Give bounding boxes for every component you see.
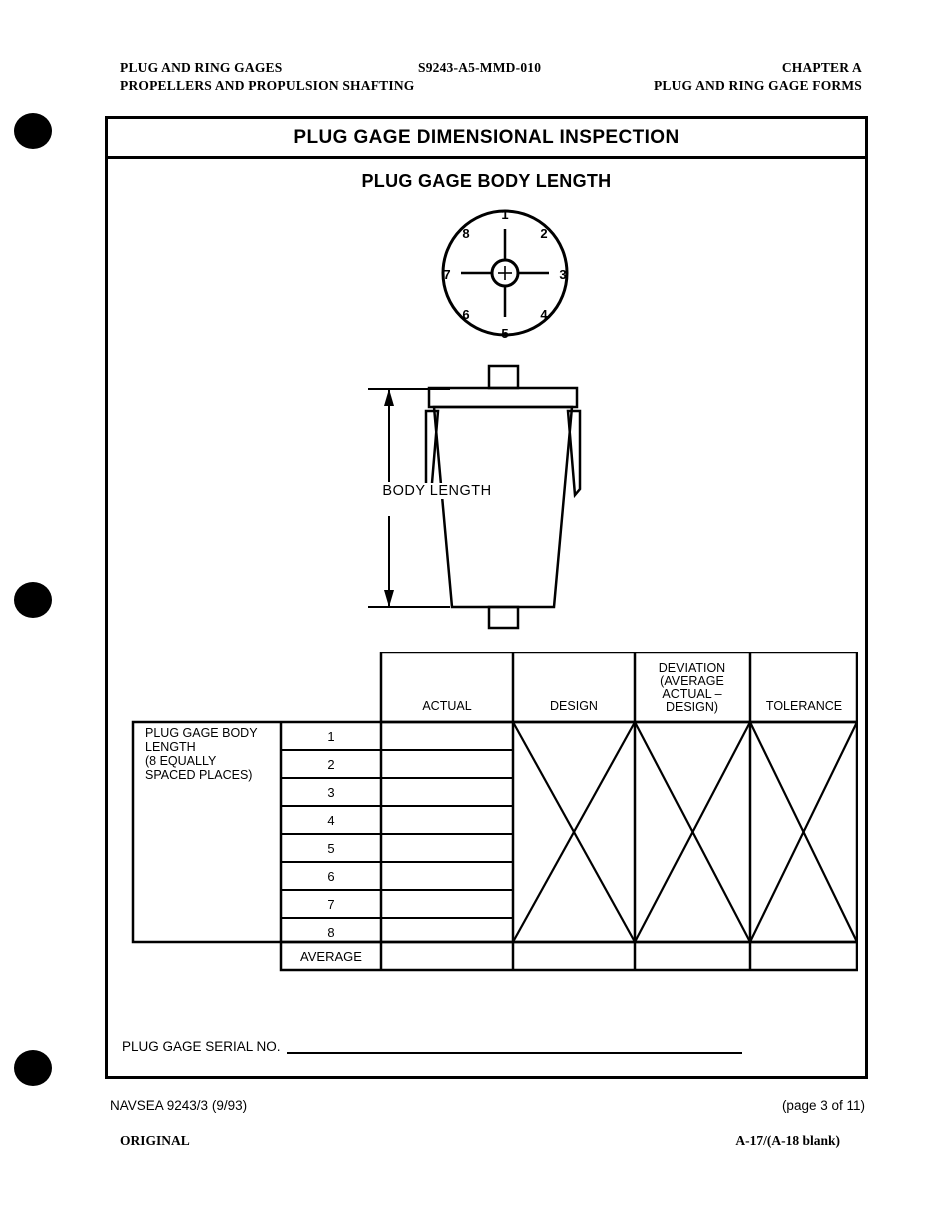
serial-number-input[interactable] — [286, 1042, 742, 1054]
punch-hole-middle — [14, 582, 52, 618]
gage-right-key — [566, 409, 582, 499]
group-label-line4: SPACED PLACES) — [145, 768, 252, 782]
punch-hole-top — [14, 113, 52, 149]
diagram-position-5: 5 — [501, 326, 508, 341]
inspection-data-table: ACTUAL DESIGN DEVIATION (AVERAGE ACTUAL … — [131, 652, 858, 972]
gage-bottom-stub — [487, 605, 520, 630]
diagram-position-4: 4 — [540, 307, 548, 322]
table-row-index-labels: 1 2 3 4 5 6 7 8 — [327, 729, 334, 940]
gage-tapered-body — [432, 405, 574, 609]
diagram-position-6: 6 — [462, 307, 469, 322]
row-index-3: 3 — [327, 785, 334, 800]
group-label-line1: PLUG GAGE BODY — [145, 726, 258, 740]
row-index-5: 5 — [327, 841, 334, 856]
header-right-line1: CHAPTER A — [781, 60, 862, 75]
diagram-position-3: 3 — [559, 267, 566, 282]
crossed-out-tolerance-column — [749, 721, 858, 943]
form-title: PLUG GAGE DIMENSIONAL INSPECTION — [293, 126, 680, 148]
diagram-position-1: 1 — [501, 207, 508, 222]
gage-position-diagram: 1 2 3 4 5 6 7 8 — [430, 205, 580, 341]
diagram-position-7: 7 — [443, 267, 450, 282]
punch-hole-bottom — [14, 1050, 52, 1086]
footer-page-note: (page 3 of 11) — [781, 1098, 865, 1113]
average-row-label: AVERAGE — [300, 949, 362, 964]
table-body-frame — [131, 720, 858, 944]
column-header-deviation-line2: (AVERAGE — [660, 674, 724, 688]
diagram-outer-circle — [441, 209, 569, 337]
row-index-4: 4 — [327, 813, 334, 828]
row-index-7: 7 — [327, 897, 334, 912]
dimension-arrowhead-top — [384, 389, 394, 406]
column-header-deviation-line4: DESIGN) — [666, 700, 718, 714]
dimension-arrowhead-bottom — [384, 590, 394, 607]
footer-form-number: NAVSEA 9243/3 (9/93) — [110, 1098, 248, 1113]
inspection-form: PLUG GAGE DIMENSIONAL INSPECTION PLUG GA… — [105, 116, 868, 1079]
row-index-1: 1 — [327, 729, 334, 744]
row-index-6: 6 — [327, 869, 334, 884]
diagram-position-8: 8 — [462, 226, 469, 241]
row-index-2: 2 — [327, 757, 334, 772]
gage-top-stub — [487, 364, 520, 390]
header-left-line2: PROPELLERS AND PROPULSION SHAFTING — [120, 78, 415, 93]
column-header-actual: ACTUAL — [422, 699, 471, 713]
plug-gage-drawing: BODY LENGTH — [352, 364, 648, 654]
serial-number-label: PLUG GAGE SERIAL NO. — [122, 1039, 281, 1054]
crossed-out-deviation-column — [634, 721, 751, 943]
row-index-8: 8 — [327, 925, 334, 940]
header-left-line1: PLUG AND RING GAGES — [120, 60, 283, 75]
column-header-deviation-line1: DEVIATION — [659, 661, 725, 675]
column-header-design: DESIGN — [550, 699, 598, 713]
header-right-line2: PLUG AND RING GAGE FORMS — [653, 78, 862, 93]
group-label-line3: (8 EQUALLY — [145, 754, 217, 768]
diagram-position-2: 2 — [540, 226, 547, 241]
dimension-label: BODY LENGTH — [352, 483, 522, 499]
form-title-bar: PLUG GAGE DIMENSIONAL INSPECTION — [108, 119, 865, 159]
crossed-out-design-column — [512, 721, 636, 943]
footer-page-id: A-17/(A-18 blank) — [735, 1133, 840, 1148]
column-header-deviation-line3: ACTUAL – — [662, 687, 721, 701]
table-row-rules — [281, 749, 513, 919]
serial-number-row: PLUG GAGE SERIAL NO. — [122, 1039, 852, 1054]
group-label-line2: LENGTH — [145, 740, 196, 754]
footer-revision: ORIGINAL — [120, 1133, 190, 1148]
form-subtitle: PLUG GAGE BODY LENGTH — [361, 171, 612, 191]
average-row-frame — [279, 940, 858, 972]
header-document-id: S9243-A5-MMD-010 — [418, 60, 542, 75]
column-header-tolerance: TOLERANCE — [766, 699, 842, 713]
gage-top-flange — [427, 386, 579, 409]
